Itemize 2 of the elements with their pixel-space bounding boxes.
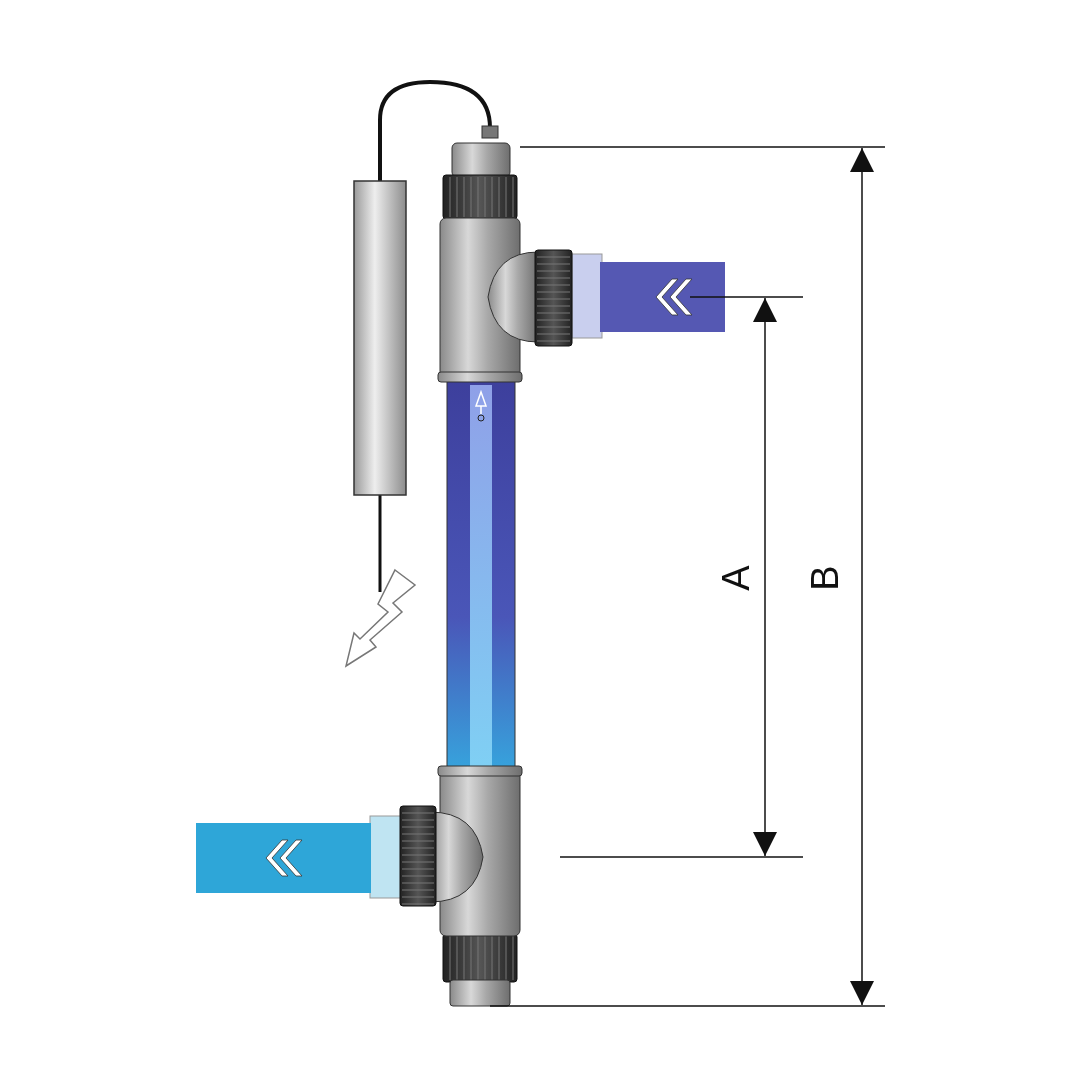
dimension-label: B <box>805 565 844 591</box>
dimension-label: A <box>716 565 755 591</box>
